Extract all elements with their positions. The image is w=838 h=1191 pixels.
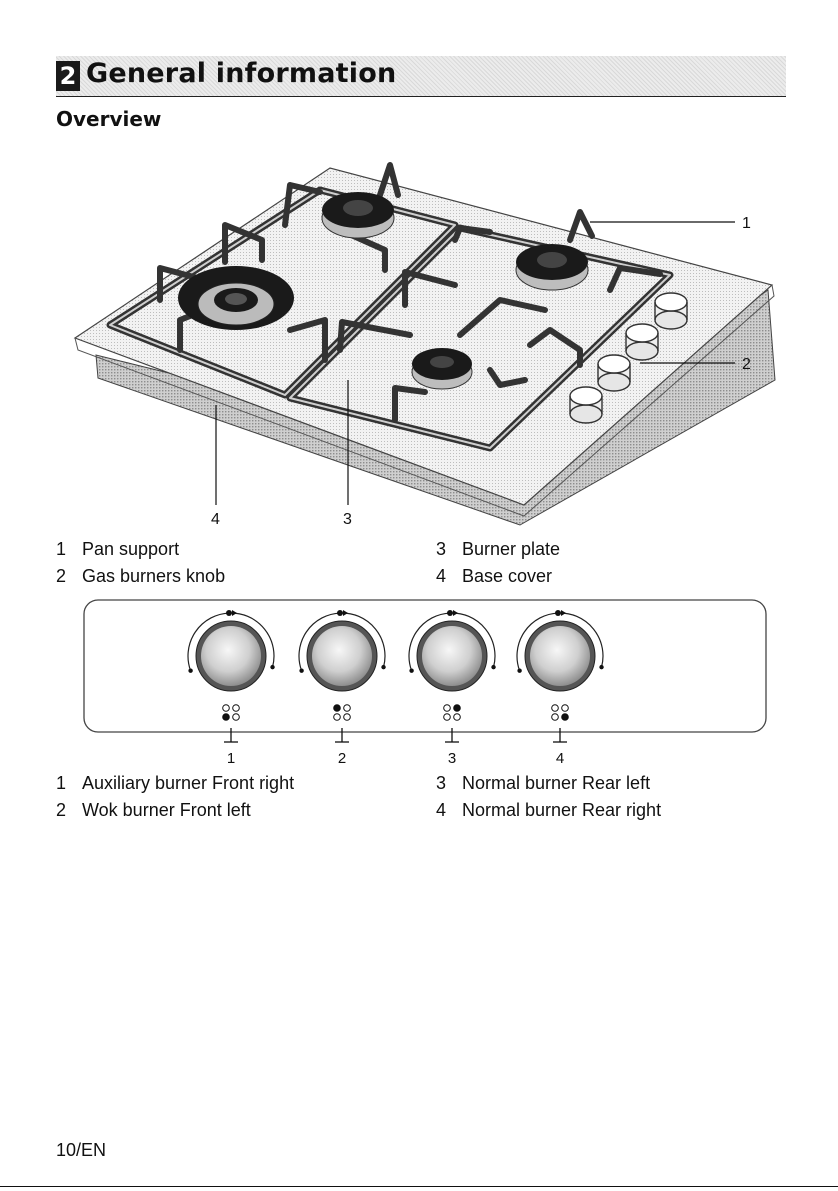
knob-label-4: 4: [556, 750, 564, 767]
knob-label-1: 1: [227, 750, 235, 767]
callout-2: 2: [742, 356, 751, 373]
front-right-burner: [412, 348, 472, 389]
hob-illustration: 1 2 3 4: [0, 0, 838, 540]
callout-1: 1: [742, 215, 751, 232]
footer-rule: [0, 1186, 838, 1187]
callout-4: 4: [211, 511, 220, 528]
knob-panel-diagram: 1 2 3 4: [0, 590, 838, 780]
knob-label-2: 2: [338, 750, 346, 767]
page-number: 10/EN: [56, 1140, 106, 1161]
rear-right-burner: [516, 244, 588, 290]
callout-3: 3: [343, 511, 352, 528]
knob-label-3: 3: [448, 750, 456, 767]
wok-burner: [178, 266, 294, 330]
rear-left-burner: [322, 192, 394, 238]
